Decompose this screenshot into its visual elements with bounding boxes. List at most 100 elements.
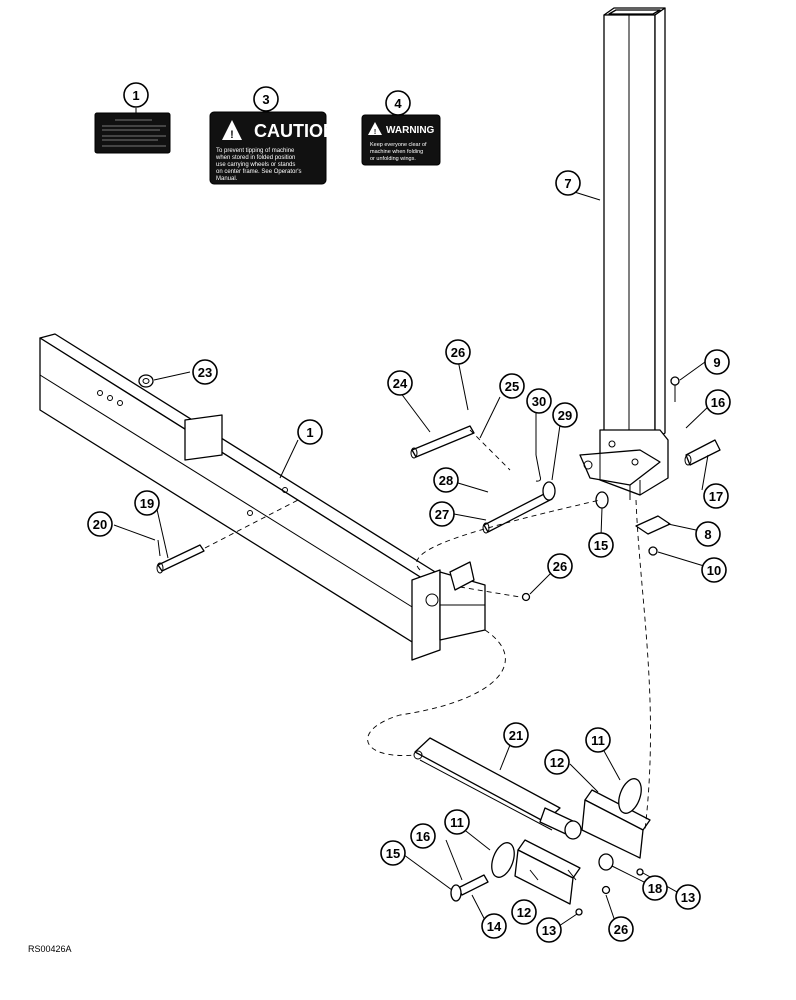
svg-text:21: 21: [509, 728, 523, 743]
callout-30: 30: [526, 388, 552, 414]
svg-text:11: 11: [450, 815, 464, 830]
part-22-bushing: [138, 374, 154, 388]
part-20-cotter: [157, 539, 161, 557]
svg-text:24: 24: [393, 376, 408, 391]
svg-text:1: 1: [306, 425, 313, 440]
svg-text:3: 3: [262, 92, 269, 107]
callout-26a: 26: [547, 553, 573, 579]
svg-text:17: 17: [709, 489, 723, 504]
svg-text:28: 28: [439, 473, 453, 488]
warning-triangle-icon: [222, 120, 242, 140]
svg-text:16: 16: [416, 829, 430, 844]
svg-text:20: 20: [93, 517, 107, 532]
callout-3: 3: [253, 86, 279, 112]
caution-line-5: Manual.: [216, 176, 238, 182]
part-13-grease-fitting: [575, 868, 644, 916]
svg-text:26: 26: [451, 345, 465, 360]
part-27-pin: [482, 491, 553, 534]
callout-27: 27: [429, 501, 455, 527]
svg-text:9: 9: [713, 355, 720, 370]
part-14-pin: [457, 874, 489, 896]
part-21-hydraulic-cylinder: [413, 737, 582, 840]
part-7-upright-tube: [579, 7, 669, 500]
caution-line-1: To prevent tipping of machine: [216, 148, 295, 154]
caution-line-2: when stored in folded position: [215, 155, 295, 161]
warning-heading: WARNING: [386, 125, 435, 136]
callout-22: 23: [192, 359, 218, 385]
callout-14: 14: [481, 913, 507, 939]
callout-18: 18: [642, 875, 668, 901]
svg-text:26: 26: [553, 559, 567, 574]
part-18-bushing: [598, 853, 614, 871]
callout-4: 4: [385, 90, 411, 116]
callout-10: 10: [701, 557, 727, 583]
svg-text:15: 15: [386, 846, 400, 861]
decal-warning: ! WARNING Keep everyone clear of machine…: [361, 114, 441, 166]
caution-heading: CAUTION: [254, 121, 336, 141]
part-17-pin: [684, 439, 721, 466]
part-30-spring-pin: [535, 454, 541, 482]
svg-text:7: 7: [564, 176, 571, 191]
part-11-disc-upper: [618, 778, 642, 814]
svg-text:1: 1: [132, 88, 139, 103]
svg-text:15: 15: [594, 538, 608, 553]
callout-9: 9: [704, 349, 730, 375]
callout-13b: 13: [675, 884, 701, 910]
svg-text:12: 12: [517, 905, 531, 920]
callout-15a: 15: [588, 532, 614, 558]
callout-21: 21: [503, 722, 529, 748]
callout-11a: 11: [585, 727, 611, 753]
callout-1: 1: [297, 419, 323, 445]
figure-code: RS00426A: [28, 944, 72, 954]
callout-17: 17: [703, 483, 729, 509]
callout-12b: 12: [511, 899, 537, 925]
svg-text:27: 27: [435, 507, 449, 522]
callout-23: 24: [387, 370, 413, 396]
part-15-washer-lower: [450, 884, 462, 902]
callout-19: 19: [134, 490, 160, 516]
svg-text:12: 12: [550, 755, 564, 770]
svg-text:8: 8: [704, 527, 711, 542]
part-29-washer: [542, 481, 556, 501]
svg-text:13: 13: [542, 923, 556, 938]
callout-16a: 16: [705, 389, 731, 415]
caution-line-3: use carrying wheels or stands: [216, 162, 295, 168]
callout-26b: 26: [608, 916, 634, 942]
svg-text:11: 11: [591, 733, 605, 748]
part-10-nut: [648, 546, 658, 556]
part-9-bolt: [670, 376, 680, 402]
svg-text:!: !: [374, 129, 376, 136]
part-8-plate: [635, 515, 671, 535]
svg-text:25: 25: [505, 379, 519, 394]
svg-text:30: 30: [532, 394, 546, 409]
callout-12a: 12: [544, 749, 570, 775]
decal-caution: ! CAUTION To prevent tipping of machine …: [209, 111, 336, 185]
warning-line-1: Keep everyone clear of: [370, 142, 427, 148]
svg-text:!: !: [230, 129, 234, 141]
warning-line-3: or unfolding wings.: [370, 156, 416, 162]
svg-text:19: 19: [140, 496, 154, 511]
callout-8: 8: [695, 521, 721, 547]
callout-29: 29: [552, 402, 578, 428]
part-15-washer-upper: [595, 491, 609, 509]
callout-2: 1: [123, 82, 149, 108]
svg-text:26: 26: [614, 922, 628, 937]
part-11-disc-lower: [491, 842, 515, 878]
decal-2: [94, 112, 171, 154]
callout-11b: 11: [444, 809, 470, 835]
part-12-link-plate-upper: [581, 789, 651, 859]
part-19-pin: [156, 544, 205, 574]
callout-28: 28: [433, 467, 459, 493]
callout-16b: 16: [410, 823, 436, 849]
svg-text:23: 23: [198, 365, 212, 380]
svg-text:4: 4: [394, 96, 402, 111]
callouts: 1 3 4 7 1 23 24 26 25 30 29 28 27 19 20 …: [87, 82, 731, 943]
part-23-pin: [410, 425, 475, 459]
callout-24: 25: [499, 373, 525, 399]
callout-20: 20: [87, 511, 113, 537]
callout-13a: 13: [536, 917, 562, 943]
warning-triangle-icon: [368, 122, 382, 135]
svg-text:29: 29: [558, 408, 572, 423]
callout-7: 7: [555, 170, 581, 196]
